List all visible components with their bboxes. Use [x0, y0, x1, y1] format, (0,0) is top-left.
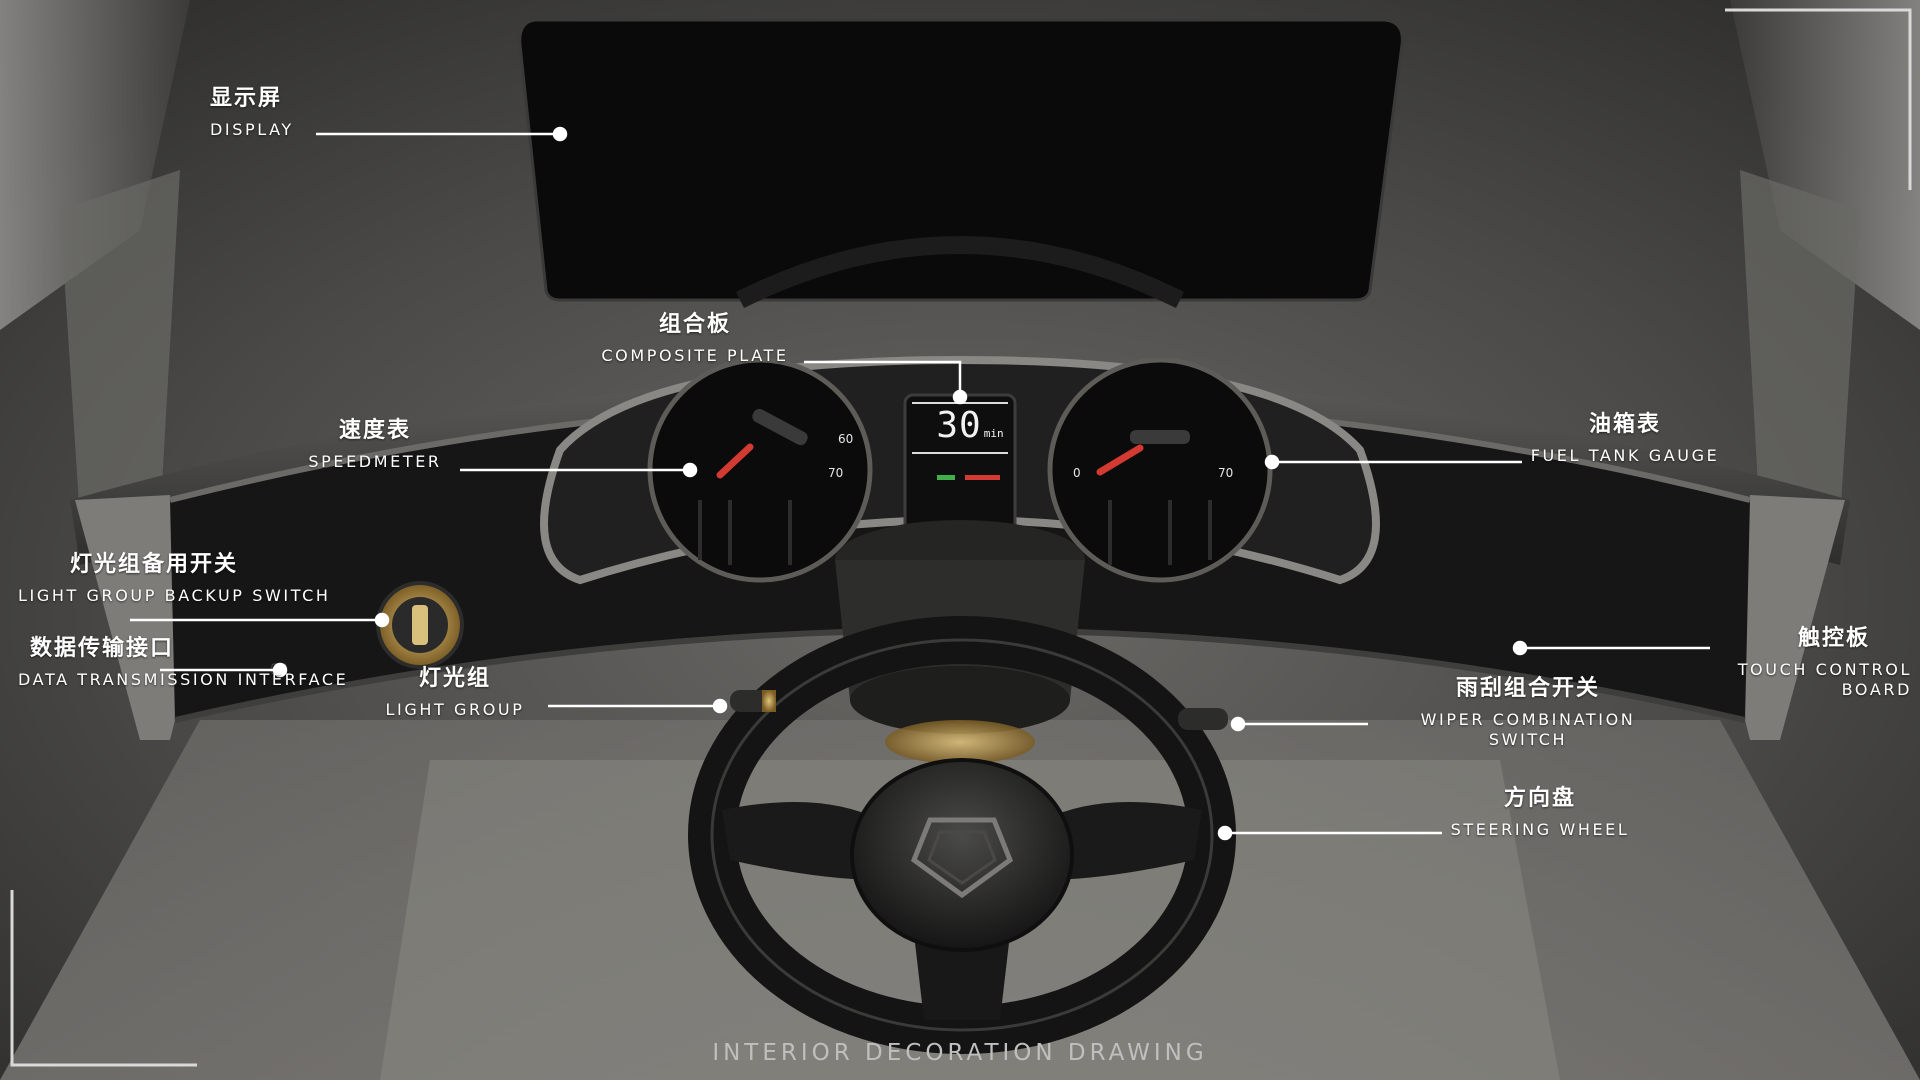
indicator-red	[965, 475, 1000, 480]
callout-steering-wheel: 方向盘 STEERING WHEEL	[1450, 786, 1630, 840]
callout-wiper-combination-switch-cn: 雨刮组合开关	[1455, 676, 1600, 701]
wiper-stalk	[1178, 708, 1228, 730]
callout-steering-wheel-en: STEERING WHEEL	[1450, 820, 1630, 839]
callout-composite-plate-cn: 组合板	[658, 312, 731, 337]
footer-caption: INTERIOR DECORATION DRAWING	[712, 1040, 1208, 1066]
frame-corner-top-right	[1725, 8, 1912, 190]
callout-light-group-backup-switch-cn: 灯光组备用开关	[70, 552, 239, 577]
callout-composite-plate-en: COMPOSITE PLATE	[601, 346, 789, 365]
callout-data-transmission-interface-cn: 数据传输接口	[30, 636, 175, 661]
callout-light-group-backup-switch-en: LIGHT GROUP BACKUP SWITCH	[18, 586, 331, 605]
callout-light-group-cn: 灯光组	[418, 666, 491, 691]
indicator-green	[937, 475, 955, 480]
callout-display-en: DISPLAY	[210, 120, 294, 139]
readout-unit: min	[983, 427, 1004, 440]
speedometer-needle	[716, 443, 754, 479]
callout-light-group-en: LIGHT GROUP	[385, 700, 525, 719]
steering-hub	[850, 758, 1074, 952]
callout-steering-wheel-cn: 方向盘	[1503, 786, 1576, 811]
fuel-gauge-dial	[1047, 357, 1273, 583]
callout-fuel-tank-gauge-cn: 油箱表	[1588, 412, 1661, 437]
callout-fuel-tank-gauge-en: FUEL TANK GAUGE	[1530, 446, 1720, 465]
speed-tick-60: 60	[838, 432, 854, 446]
callout-wiper-combination-switch: 雨刮组合开关 WIPER COMBINATION SWITCH	[1378, 676, 1678, 750]
callout-data-transmission-interface: 数据传输接口 DATA TRANSMISSION INTERFACE	[18, 636, 348, 690]
callout-touch-control-board-cn: 触控板	[1797, 626, 1870, 651]
display-screen	[518, 18, 1404, 302]
frame-corner-bottom-left	[10, 890, 197, 1067]
callout-touch-control-board: 触控板 TOUCH CONTROL BOARD	[1660, 626, 1912, 700]
callout-light-group-backup-switch: 灯光组备用开关 LIGHT GROUP BACKUP SWITCH	[18, 552, 331, 606]
fuel-tick-70: 70	[1218, 466, 1234, 480]
readout-value: 30	[936, 405, 982, 446]
speed-tick-70: 70	[828, 466, 844, 480]
callout-data-transmission-interface-en: DATA TRANSMISSION INTERFACE	[18, 670, 349, 689]
fuel-gauge-needle	[1096, 444, 1144, 476]
callout-composite-plate: 组合板 COMPOSITE PLATE	[590, 312, 800, 366]
fuel-tick-0: 0	[1073, 466, 1081, 480]
callout-speedometer: 速度表 SPEEDMETER	[300, 418, 450, 472]
callout-display: 显示屏 DISPLAY	[210, 86, 294, 140]
callout-speedometer-cn: 速度表	[338, 418, 411, 443]
callout-fuel-tank-gauge: 油箱表 FUEL TANK GAUGE	[1530, 412, 1720, 466]
callout-speedometer-en: SPEEDMETER	[308, 452, 442, 471]
callout-touch-control-board-en: TOUCH CONTROL BOARD	[1737, 660, 1912, 699]
callout-wiper-combination-switch-en: WIPER COMBINATION SWITCH	[1420, 710, 1636, 749]
callout-leaders	[130, 126, 1710, 841]
callout-display-cn: 显示屏	[210, 86, 283, 111]
callout-light-group: 灯光组 LIGHT GROUP	[380, 666, 530, 720]
